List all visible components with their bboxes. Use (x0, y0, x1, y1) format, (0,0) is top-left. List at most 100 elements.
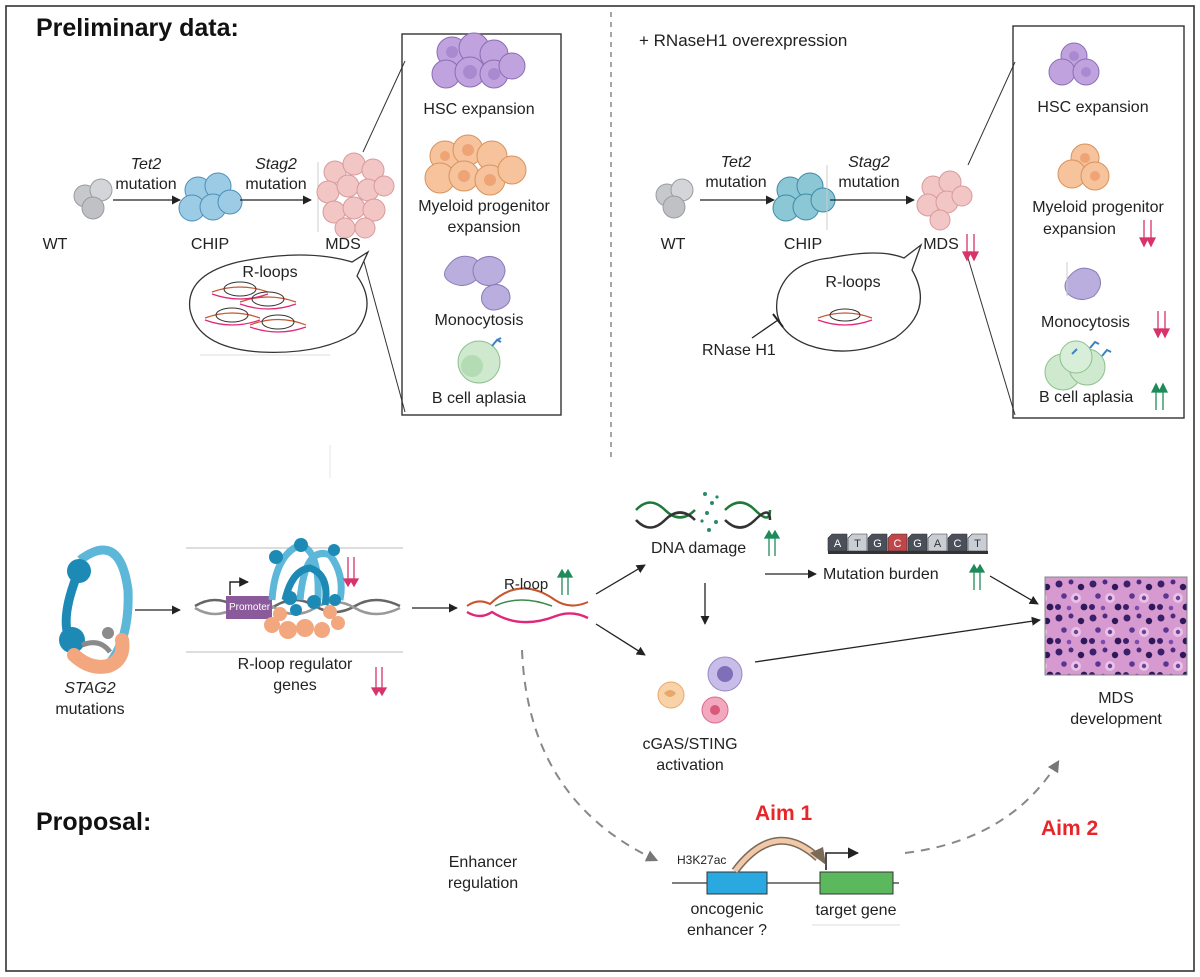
aim1-label: Aim 1 (755, 802, 813, 825)
left-wt-cells-icon (73, 178, 113, 220)
right-myeloid-cells-icon (1057, 143, 1110, 191)
right-mutation2-label: mutation (838, 174, 900, 191)
promoter-box (226, 596, 272, 619)
right-rloops-label: R-loops (825, 274, 881, 291)
target-gene-box (819, 871, 894, 895)
right-chip-label: CHIP (783, 236, 823, 253)
right-myeloid-label-1: Myeloid progenitor (1032, 199, 1164, 216)
left-monocytosis-label: Monocytosis (434, 312, 524, 329)
stag2-mutations-label: mutations (55, 701, 125, 718)
dna-damage-label: DNA damage (651, 540, 747, 557)
left-wt-label: WT (42, 236, 68, 253)
regulator-label-1: R-loop regulator (237, 656, 353, 673)
right-monocytosis-label: Monocytosis (1041, 314, 1130, 331)
left-mds-cells-icon (316, 152, 395, 239)
left-mutation2-label: mutation (245, 176, 307, 193)
left-myeloid-label-2: expansion (447, 219, 521, 236)
left-bcell-icon (457, 337, 502, 384)
right-tet2-label: Tet2 (720, 154, 752, 171)
enhancer-regulation-label-2: regulation (447, 875, 519, 892)
target-gene-label: target gene (815, 902, 897, 919)
base-letter: C (954, 538, 962, 550)
rnase-header: + RNaseH1 overexpression (639, 31, 848, 50)
down-arrows-icon (1138, 220, 1157, 248)
right-wt-label: WT (660, 236, 686, 253)
base-letter: C (894, 538, 902, 550)
rloop-dna-icon (466, 587, 589, 624)
mds-development-label-1: MDS (1098, 690, 1134, 707)
left-tet2-label: Tet2 (130, 156, 162, 173)
sequence-baseline (828, 551, 988, 554)
left-mutation1-label: mutation (115, 176, 177, 193)
down-arrows-icon (1152, 311, 1171, 339)
right-hsc-cells-icon (1048, 42, 1100, 86)
right-hsc-label: HSC expansion (1037, 99, 1149, 116)
cohesin-complex-icon (264, 538, 345, 639)
oncogenic-label-1: oncogenic (690, 901, 764, 918)
left-myeloid-cells-icon (424, 134, 527, 196)
rnase-inhibition-line (751, 319, 779, 339)
cohesin-ring-icon (59, 545, 133, 674)
outer-frame (5, 5, 1195, 972)
mds-development-label-2: development (1070, 711, 1162, 728)
mutation-burden-label: Mutation burden (823, 566, 939, 583)
left-hsc-cells-icon (431, 32, 526, 89)
regulator-label-2: genes (273, 677, 317, 694)
right-mds-label: MDS (923, 236, 959, 253)
right-rloop-bubble (776, 243, 923, 352)
proposal-heading: Proposal: (36, 808, 152, 836)
base-letter: T (974, 538, 981, 550)
promoter-label: Promoter (229, 602, 271, 613)
preliminary-heading: Preliminary data: (36, 14, 239, 42)
base-letter: T (854, 538, 861, 550)
enhancer-dashed-arrow (521, 649, 659, 862)
left-bcell-label: B cell aplasia (431, 390, 527, 407)
right-stag2-label: Stag2 (848, 154, 890, 171)
enhancer-regulation-label-1: Enhancer (448, 854, 518, 871)
base-letter: A (834, 538, 842, 550)
stag2-label: STAG2 (64, 680, 116, 697)
right-phenotype-box (1012, 25, 1185, 419)
base-letter: G (873, 538, 882, 550)
dna-damage-icon (635, 492, 772, 532)
oncogenic-label-2: enhancer ? (686, 922, 768, 939)
aim2-dashed-arrow (904, 759, 1060, 854)
rnase-h1-label: RNase H1 (702, 342, 776, 359)
up-arrows-icon (556, 529, 986, 595)
aim2-label: Aim 2 (1041, 817, 1099, 840)
right-bcell-label: B cell aplasia (1039, 389, 1134, 406)
left-rloops-label: R-loops (242, 264, 298, 281)
right-myeloid-label-2: expansion (1043, 221, 1116, 238)
base-letter: G (913, 538, 922, 550)
left-chip-label: CHIP (190, 236, 230, 253)
left-monocyte-cells-icon (444, 255, 511, 311)
enhancer-box (706, 871, 768, 895)
right-chip-cells-icon (772, 172, 836, 222)
right-mutation1-label: mutation (705, 174, 767, 191)
left-stag2-label: Stag2 (255, 156, 297, 173)
rloop-label: R-loop (504, 576, 549, 593)
right-monocyte-icon (1064, 262, 1101, 300)
right-mds-cells-icon (916, 170, 973, 231)
tissue-image-icon (1044, 576, 1188, 676)
left-chip-cells-icon (178, 172, 243, 222)
base-letter: A (934, 538, 942, 550)
cgas-label-2: activation (656, 757, 724, 774)
left-mds-label: MDS (325, 236, 361, 253)
up-arrows-icon (1150, 382, 1169, 410)
down-arrows-icon (342, 557, 388, 697)
right-wt-cells-icon (655, 178, 694, 219)
left-myeloid-label-1: Myeloid progenitor (418, 198, 550, 215)
cgas-cells-icon (657, 656, 743, 724)
left-rloop-bubble (188, 250, 370, 356)
down-arrows-icon (961, 234, 980, 262)
cgas-label-1: cGAS/STING (642, 736, 738, 753)
transcription-start-arrow (825, 847, 860, 870)
h3k27ac-label: H3K27ac (677, 853, 727, 867)
left-hsc-label: HSC expansion (423, 101, 535, 118)
left-phenotype-box (401, 33, 562, 416)
right-bcell-icon (1044, 340, 1112, 391)
